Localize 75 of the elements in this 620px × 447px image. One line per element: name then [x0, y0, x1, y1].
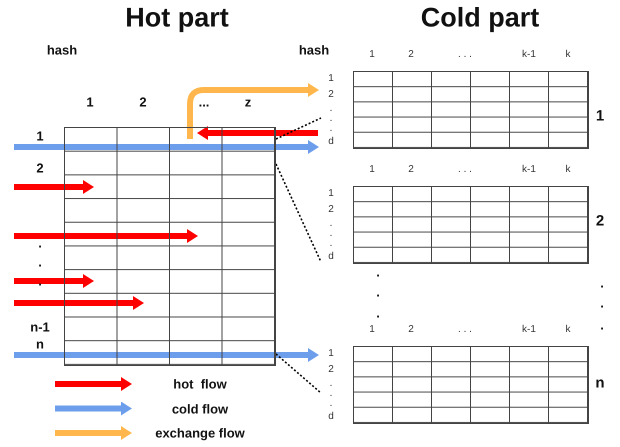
table-grid [353, 186, 589, 264]
axis-label: 2 [408, 50, 414, 60]
axis-label: 1 [36, 130, 44, 142]
dotted-line [275, 164, 322, 262]
axis-label: . [600, 318, 604, 332]
table-number: 2 [596, 214, 604, 228]
axis-label: hash [298, 44, 330, 56]
table-grid [353, 346, 589, 424]
section-title: Hot part [125, 4, 229, 32]
axis-label: d [328, 252, 334, 262]
axis-label: . [330, 114, 332, 124]
axis-label: . . . [458, 165, 472, 175]
axis-label: k [566, 325, 570, 335]
arrow [187, 83, 319, 139]
axis-label: z [244, 96, 252, 108]
axis-label: 1 [328, 74, 334, 84]
arrow [14, 296, 144, 310]
axis-label: 1 [328, 189, 334, 199]
axis-label: . [38, 256, 42, 268]
axis-label: . . . [458, 325, 472, 335]
axis-label: k [566, 50, 570, 60]
axis-label: k-1 [522, 165, 536, 175]
legend-label: cold flow [172, 402, 228, 415]
axis-label: . [330, 124, 332, 134]
axis-label: . [600, 276, 604, 290]
axis-label: d [328, 137, 334, 147]
axis-label: n [36, 338, 44, 350]
axis-label: k-1 [522, 325, 536, 335]
axis-label: k-1 [522, 50, 536, 60]
axis-label: . [330, 389, 332, 399]
arrow [14, 140, 319, 154]
table-grid [64, 127, 276, 366]
axis-label: 2 [328, 90, 334, 100]
axis-label: d [328, 412, 334, 422]
axis-label: 2 [139, 96, 147, 108]
axis-label: . [38, 274, 42, 288]
dotted-line [276, 117, 322, 140]
axis-label: . [376, 306, 380, 320]
axis-label: 2 [36, 162, 44, 174]
arrow [14, 229, 198, 243]
arrow [197, 126, 318, 140]
axis-label: . [376, 286, 380, 298]
axis-label: 1 [369, 50, 375, 60]
arrow [14, 348, 319, 362]
axis-label: . [330, 219, 332, 229]
axis-label: . [376, 266, 380, 278]
axis-label: ... [198, 96, 210, 108]
axis-label: 1 [86, 96, 94, 108]
axis-label: . [330, 379, 332, 389]
axis-label: . [330, 399, 332, 409]
table-number: n [595, 376, 605, 390]
axis-label: 2 [408, 165, 414, 175]
axis-label: . . . [458, 50, 472, 60]
table-grid [353, 71, 589, 149]
axis-label: 2 [328, 365, 334, 375]
axis-label: hash [46, 44, 78, 56]
table-number: 1 [596, 108, 604, 124]
axis-label: . [330, 229, 332, 239]
axis-label: . [38, 236, 42, 250]
arrow [14, 180, 94, 194]
legend-label: exchange flow [155, 426, 245, 440]
dotted-line [275, 353, 322, 394]
axis-label: 1 [369, 165, 375, 175]
arrow [14, 274, 94, 288]
section-title: Cold part [420, 4, 540, 32]
axis-label: n-1 [30, 320, 50, 334]
axis-label: 2 [408, 325, 414, 335]
axis-label: k [566, 165, 570, 175]
axis-label: . [600, 296, 604, 310]
axis-label: . [330, 239, 332, 249]
legend-label: hot flow [173, 378, 227, 390]
axis-label: . [330, 104, 332, 114]
axis-label: 1 [369, 325, 375, 335]
axis-label: 2 [328, 205, 334, 215]
axis-label: 1 [328, 349, 334, 359]
